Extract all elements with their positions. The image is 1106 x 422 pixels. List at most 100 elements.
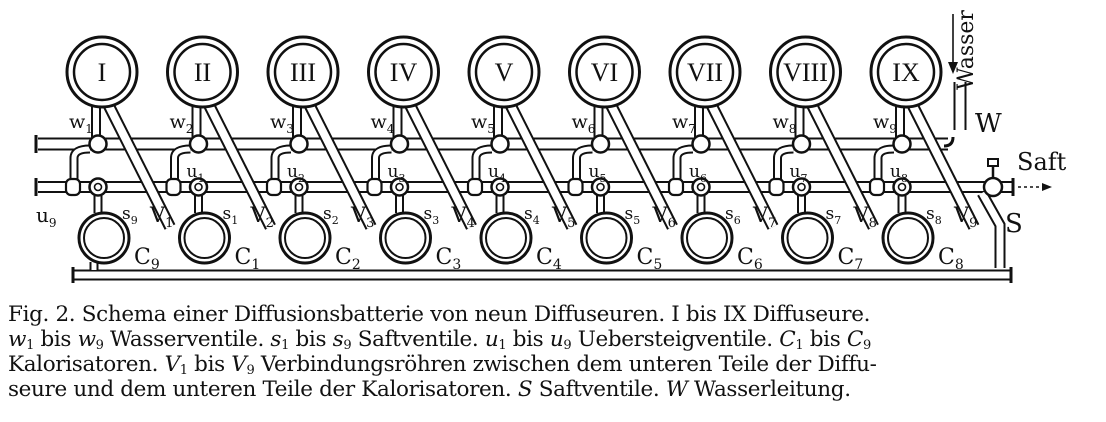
overflow-valve xyxy=(165,177,182,197)
overflow-valve-label-letter: u xyxy=(689,162,700,182)
caption-w-big: W xyxy=(665,377,688,402)
diffuser-vessel-inner xyxy=(173,42,232,102)
calorisator-inner xyxy=(485,217,527,259)
connecting-tube-bore xyxy=(606,102,677,229)
juice-valve-label: s8 xyxy=(926,204,942,227)
water-valve-label: w8 xyxy=(773,111,797,136)
connecting-tube-label-letter: V xyxy=(250,203,267,227)
diffuser-vessel-inner xyxy=(776,42,835,102)
overflow-valve-label-subscript: 4 xyxy=(499,172,506,185)
connecting-tube-label-subscript: 8 xyxy=(869,216,877,231)
connecting-tube-bore xyxy=(506,102,576,229)
overflow-valve-label-letter: u xyxy=(589,162,600,182)
overflow-valve-label-letter: u xyxy=(287,162,298,182)
diffuser-vessel-inner xyxy=(876,42,936,102)
juice-valve-label: s1 xyxy=(223,204,239,227)
caption-u: u xyxy=(549,327,564,352)
connecting-tube-label: V9 xyxy=(953,203,977,231)
water-line-label: W xyxy=(975,109,1002,139)
water-inlet-label: Wasser xyxy=(954,10,979,90)
caption-s-big: S xyxy=(517,377,533,402)
juice-valve-label-letter: s xyxy=(223,204,232,224)
water-valve-label: w6 xyxy=(572,111,596,136)
calorisator-inner xyxy=(183,217,226,259)
overflow-valve-label: u2 xyxy=(287,162,305,185)
connecting-tube-label-subscript: 1 xyxy=(165,216,173,231)
overflow-valve-label: u4 xyxy=(488,162,506,185)
caption-sub: 9 xyxy=(862,338,871,353)
water-valve xyxy=(389,134,410,154)
calorisator-label-letter: C xyxy=(134,245,151,270)
calorisator-inner xyxy=(384,217,427,259)
caption-c: C xyxy=(779,327,796,352)
water-valve-label: w5 xyxy=(471,111,495,136)
calorisator-inner xyxy=(686,217,728,259)
juice-valve-label-subscript: 2 xyxy=(332,214,339,227)
overflow-valve-label-subscript: 1 xyxy=(197,172,204,185)
diffuser-numeral: V xyxy=(495,58,514,87)
calorisator-inner xyxy=(284,217,326,259)
juice-valve-label: s5 xyxy=(625,204,641,227)
water-valve xyxy=(691,134,711,154)
water-valve xyxy=(791,134,812,154)
water-valve-label-subscript: 7 xyxy=(688,122,696,136)
caption-sub: 1 xyxy=(281,338,290,353)
diffuser-numeral: VI xyxy=(591,58,618,87)
overflow-valve-label-subscript: 2 xyxy=(298,172,305,185)
overflow-valve xyxy=(667,177,685,197)
connecting-tube-bore xyxy=(807,102,878,229)
connecting-tube-bore xyxy=(104,102,174,229)
caption-sub: 1 xyxy=(795,338,804,353)
overflow-valve-label-letter: u xyxy=(790,162,801,182)
caption-text: bis xyxy=(803,327,847,352)
calorisator-label-letter: C xyxy=(235,245,252,270)
juice-arrow-head xyxy=(1042,183,1052,191)
overflow-loop-bore xyxy=(574,146,593,189)
calorisator-label-letter: C xyxy=(838,245,855,270)
juice-valve-label-letter: s xyxy=(524,204,533,224)
diffuser-numeral: III xyxy=(290,58,316,87)
overflow-loop-bore xyxy=(775,146,794,189)
juice-valve-label-letter: s xyxy=(323,204,332,224)
calorisator-label-subscript: 8 xyxy=(955,257,964,273)
inlet-outlet-fittings: Wasser W Saft S xyxy=(954,10,1067,239)
overflow-loop-bore xyxy=(674,146,694,189)
right-riser-bore xyxy=(978,191,1004,268)
figure-caption: Fig. 2. Schema einer Diffusionsbatterie … xyxy=(8,302,1100,402)
overflow-loop-bore xyxy=(875,146,895,189)
juice-valve-core xyxy=(194,182,203,192)
connecting-tube-label: V2 xyxy=(250,203,274,231)
connecting-tube-bore xyxy=(707,102,777,229)
water-valve-label-letter: w xyxy=(672,111,689,133)
caption-w: w xyxy=(77,327,96,352)
juice-valve-label: s4 xyxy=(524,204,540,227)
juice-outlet-label: Saft xyxy=(1017,148,1067,176)
connecting-tube-label: V1 xyxy=(149,203,173,231)
water-valve-label-letter: w xyxy=(270,111,287,133)
calorisator-label-letter: C xyxy=(335,245,352,270)
calorisator-label: C6 xyxy=(737,245,763,273)
water-valve xyxy=(88,134,108,154)
caption-text: bis xyxy=(506,327,550,352)
water-valve-label-letter: w xyxy=(371,111,388,133)
caption-sub: 1 xyxy=(26,338,34,353)
water-valve-label: w1 xyxy=(69,111,93,136)
calorisator-label: C1 xyxy=(235,245,261,273)
caption-sub: 9 xyxy=(246,363,255,378)
juice-valve-core xyxy=(696,182,706,192)
juice-outlet-valve xyxy=(982,176,1004,198)
connecting-tube-label: V8 xyxy=(853,203,877,231)
calorisator-label: C5 xyxy=(637,245,663,273)
juice-valve-core xyxy=(294,182,304,192)
caption-line-3: Kalorisatoren. V1 bis V9 Verbindungsröhr… xyxy=(8,352,1100,377)
overflow-valve-label-subscript: 9 xyxy=(49,216,57,230)
diffuser-numeral: IV xyxy=(390,58,418,87)
juice-valve-label-letter: s xyxy=(122,204,131,224)
